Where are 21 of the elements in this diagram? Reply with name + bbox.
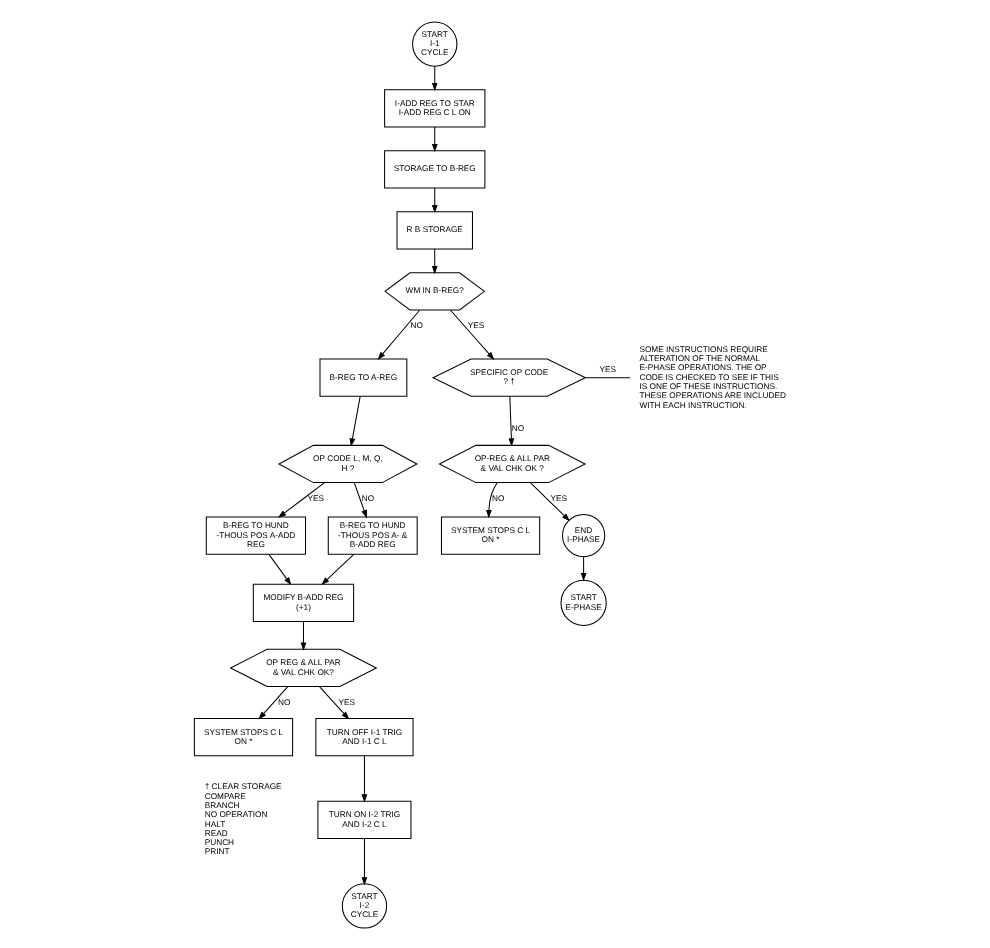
arrow: [579, 555, 586, 581]
arrow: [449, 308, 494, 359]
arrow: [507, 395, 514, 446]
arrow: [317, 685, 349, 719]
arrow: [430, 247, 437, 274]
arrow: [299, 620, 306, 650]
arrow: [376, 308, 420, 359]
arrow: [360, 837, 367, 885]
arrow: [257, 685, 288, 719]
arrow: [267, 552, 291, 585]
arrow: [430, 64, 437, 91]
arrow: [276, 481, 324, 517]
arrow: [360, 754, 367, 802]
arrow: [430, 186, 437, 213]
arrow: [430, 125, 437, 152]
connector: [583, 376, 630, 378]
arrow: [320, 552, 354, 585]
arrow: [529, 481, 570, 521]
arrow: [348, 395, 360, 446]
arrow: [352, 481, 366, 518]
arrow: [484, 481, 497, 518]
